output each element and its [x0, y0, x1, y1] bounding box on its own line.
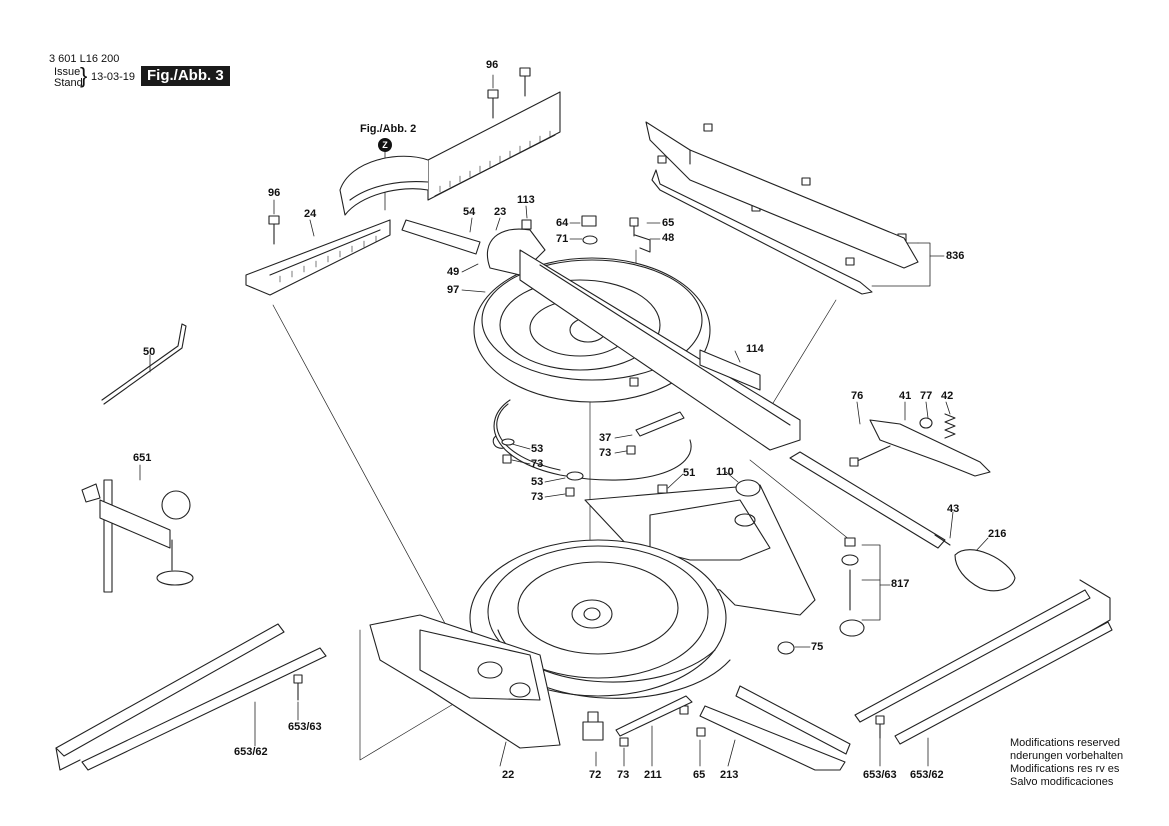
- modification-notes: Modifications reserved nderungen vorbeha…: [1010, 737, 1123, 789]
- note-line: nderungen vorbehalten: [1010, 750, 1124, 762]
- callout-96: 96: [486, 59, 499, 71]
- scale-ticks: [279, 130, 551, 283]
- leader-lines: [139, 74, 989, 767]
- callout-41: 41: [899, 390, 912, 402]
- callout-22: 22: [502, 769, 515, 781]
- callout-64: 64: [556, 217, 569, 229]
- callout-73: 73: [599, 447, 612, 459]
- callout-49: 49: [447, 266, 460, 278]
- callout-72: 72: [589, 769, 602, 781]
- callout-96: 96: [268, 187, 281, 199]
- note-line: Modifications reserved: [1010, 737, 1121, 749]
- callout-23: 23: [494, 206, 507, 218]
- callout-653-63: 653/63: [863, 769, 897, 781]
- extension-rods: [55, 579, 1113, 771]
- callout-53: 53: [531, 476, 544, 488]
- fence-right: [339, 91, 561, 216]
- note-line: Salvo modificaciones: [1010, 776, 1114, 788]
- callout-76: 76: [851, 390, 864, 402]
- document-number: 3 601 L16 200: [49, 53, 120, 65]
- callout-73: 73: [617, 769, 630, 781]
- rod-and-knob: [789, 451, 1016, 592]
- base-left: [369, 614, 561, 749]
- reference-figure-label: Fig./Abb. 2: [360, 123, 417, 135]
- guide-rails: [645, 121, 919, 295]
- callout-213: 213: [720, 769, 739, 781]
- callout-65: 65: [693, 769, 706, 781]
- link-plate: [615, 695, 693, 737]
- issue-label: Issue: [54, 66, 81, 78]
- note-line: Modifications res rv es: [1010, 763, 1120, 775]
- issue-date: 13-03-19: [91, 71, 136, 83]
- pivot-rod: [401, 219, 481, 255]
- clamp: [81, 479, 194, 593]
- callout-65: 65: [662, 217, 675, 229]
- callout-113: 113: [517, 194, 535, 206]
- callout-110: 110: [716, 466, 734, 478]
- callout-75: 75: [811, 641, 824, 653]
- figure-badge: Fig./Abb. 3: [141, 66, 230, 86]
- callout-77: 77: [920, 390, 933, 402]
- callout-114: 114: [746, 343, 764, 355]
- callout-836: 836: [946, 250, 965, 262]
- bevel-head: [473, 228, 801, 451]
- reference-marker: Z: [378, 138, 392, 152]
- callout-73: 73: [531, 491, 544, 503]
- hex-key: [101, 323, 187, 405]
- fence-left: [245, 219, 391, 296]
- small-parts: [501, 411, 761, 497]
- callout-71: 71: [556, 233, 569, 245]
- callout-211: 211: [644, 769, 662, 781]
- callout-24: 24: [304, 208, 317, 220]
- callout-97: 97: [447, 284, 460, 296]
- callout-653-63: 653/63: [288, 721, 322, 733]
- callout-51: 51: [683, 467, 696, 479]
- stand-label: Stand: [54, 77, 83, 89]
- callout-54: 54: [463, 206, 476, 218]
- callout-73: 73: [531, 458, 544, 470]
- callout-42: 42: [941, 390, 954, 402]
- callout-50: 50: [143, 346, 156, 358]
- screws: [268, 67, 956, 747]
- callout-653-62: 653/62: [910, 769, 944, 781]
- callout-653-62: 653/62: [234, 746, 268, 758]
- callout-216: 216: [988, 528, 1007, 540]
- callout-817: 817: [891, 578, 910, 590]
- callout-53: 53: [531, 443, 544, 455]
- brace-glyph: }: [80, 63, 88, 88]
- callout-651: 651: [133, 452, 152, 464]
- callout-37: 37: [599, 432, 612, 444]
- callout-43: 43: [947, 503, 960, 515]
- callout-48: 48: [662, 232, 675, 244]
- lock-lever: [849, 419, 991, 477]
- retaining-ring: [493, 399, 692, 481]
